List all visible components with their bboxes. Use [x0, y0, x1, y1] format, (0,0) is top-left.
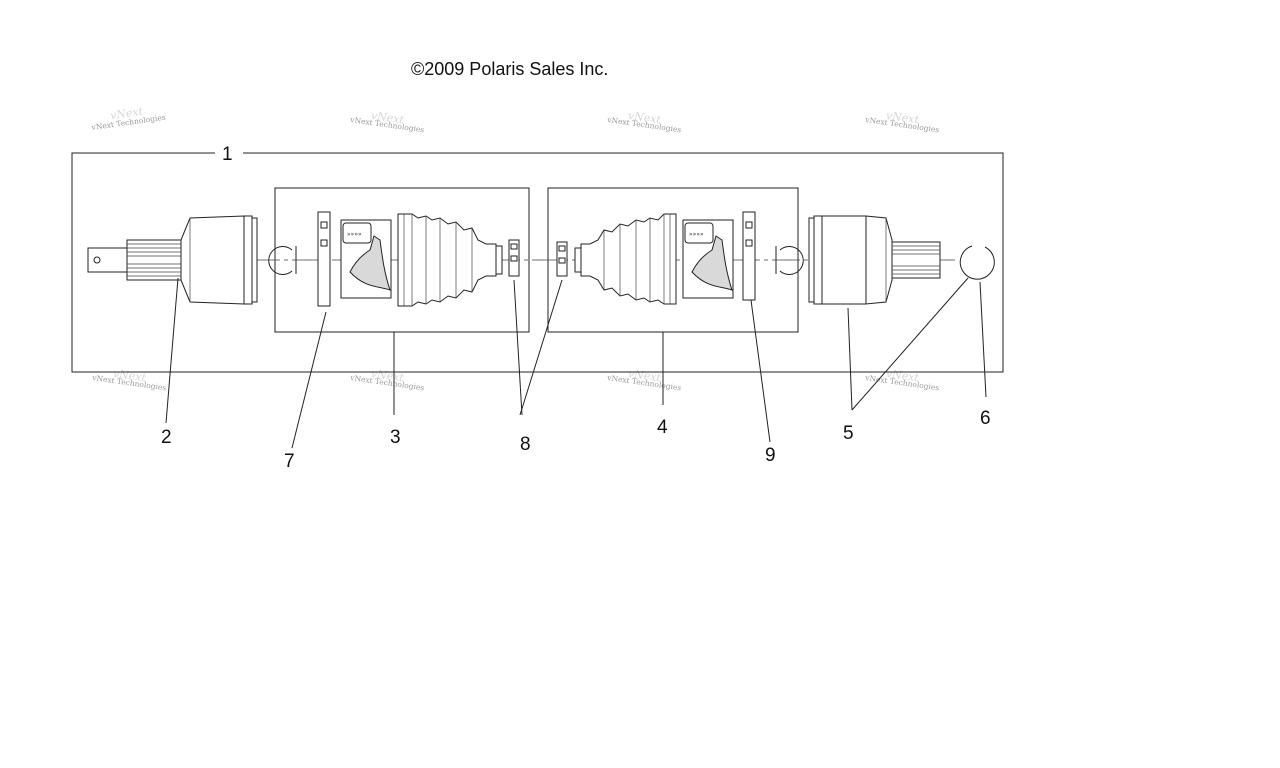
callout-3: 3 [390, 427, 401, 448]
callout-8: 8 [520, 434, 531, 455]
watermark-ghost: vNext [370, 367, 405, 385]
watermark-ghost: vNext [370, 109, 405, 127]
boot-kit-4: »»»» [556, 211, 804, 305]
callout-4: 4 [657, 417, 668, 438]
boot-clamp-icon [317, 211, 331, 307]
callout-6: 6 [980, 408, 991, 429]
watermark-ghost: vNext [109, 105, 144, 123]
leader-lines [165, 277, 987, 449]
callout-5: 5 [843, 423, 854, 444]
callout-1: 1 [222, 144, 233, 165]
watermark-ghost: vNext [885, 109, 920, 127]
cv-joint-inner [808, 215, 941, 305]
boot-kit-3: »»»» [268, 211, 520, 307]
copyright-text: ©2009 Polaris Sales Inc. [411, 59, 608, 79]
boot-clamp-icon [742, 211, 756, 301]
assembly-box [71, 152, 1004, 373]
watermark-ghost: vNext [112, 367, 147, 385]
cv-joint-outer [87, 215, 258, 305]
watermark-ghost: vNext [627, 367, 662, 385]
watermark-ghost: vNext [885, 367, 920, 385]
watermark-ghost: vNext [627, 109, 662, 127]
circlip-icon [959, 245, 995, 280]
callout-9: 9 [765, 445, 776, 466]
callout-2: 2 [161, 427, 172, 448]
retaining-ring-icon [779, 246, 804, 275]
callout-7: 7 [284, 451, 295, 472]
svg-text:»»»»: »»»» [689, 231, 704, 238]
callout-labels: 1 2 3 4 5 6 7 8 9 [161, 144, 991, 472]
retaining-ring-icon [268, 246, 293, 275]
svg-text:»»»»: »»»» [347, 231, 362, 238]
